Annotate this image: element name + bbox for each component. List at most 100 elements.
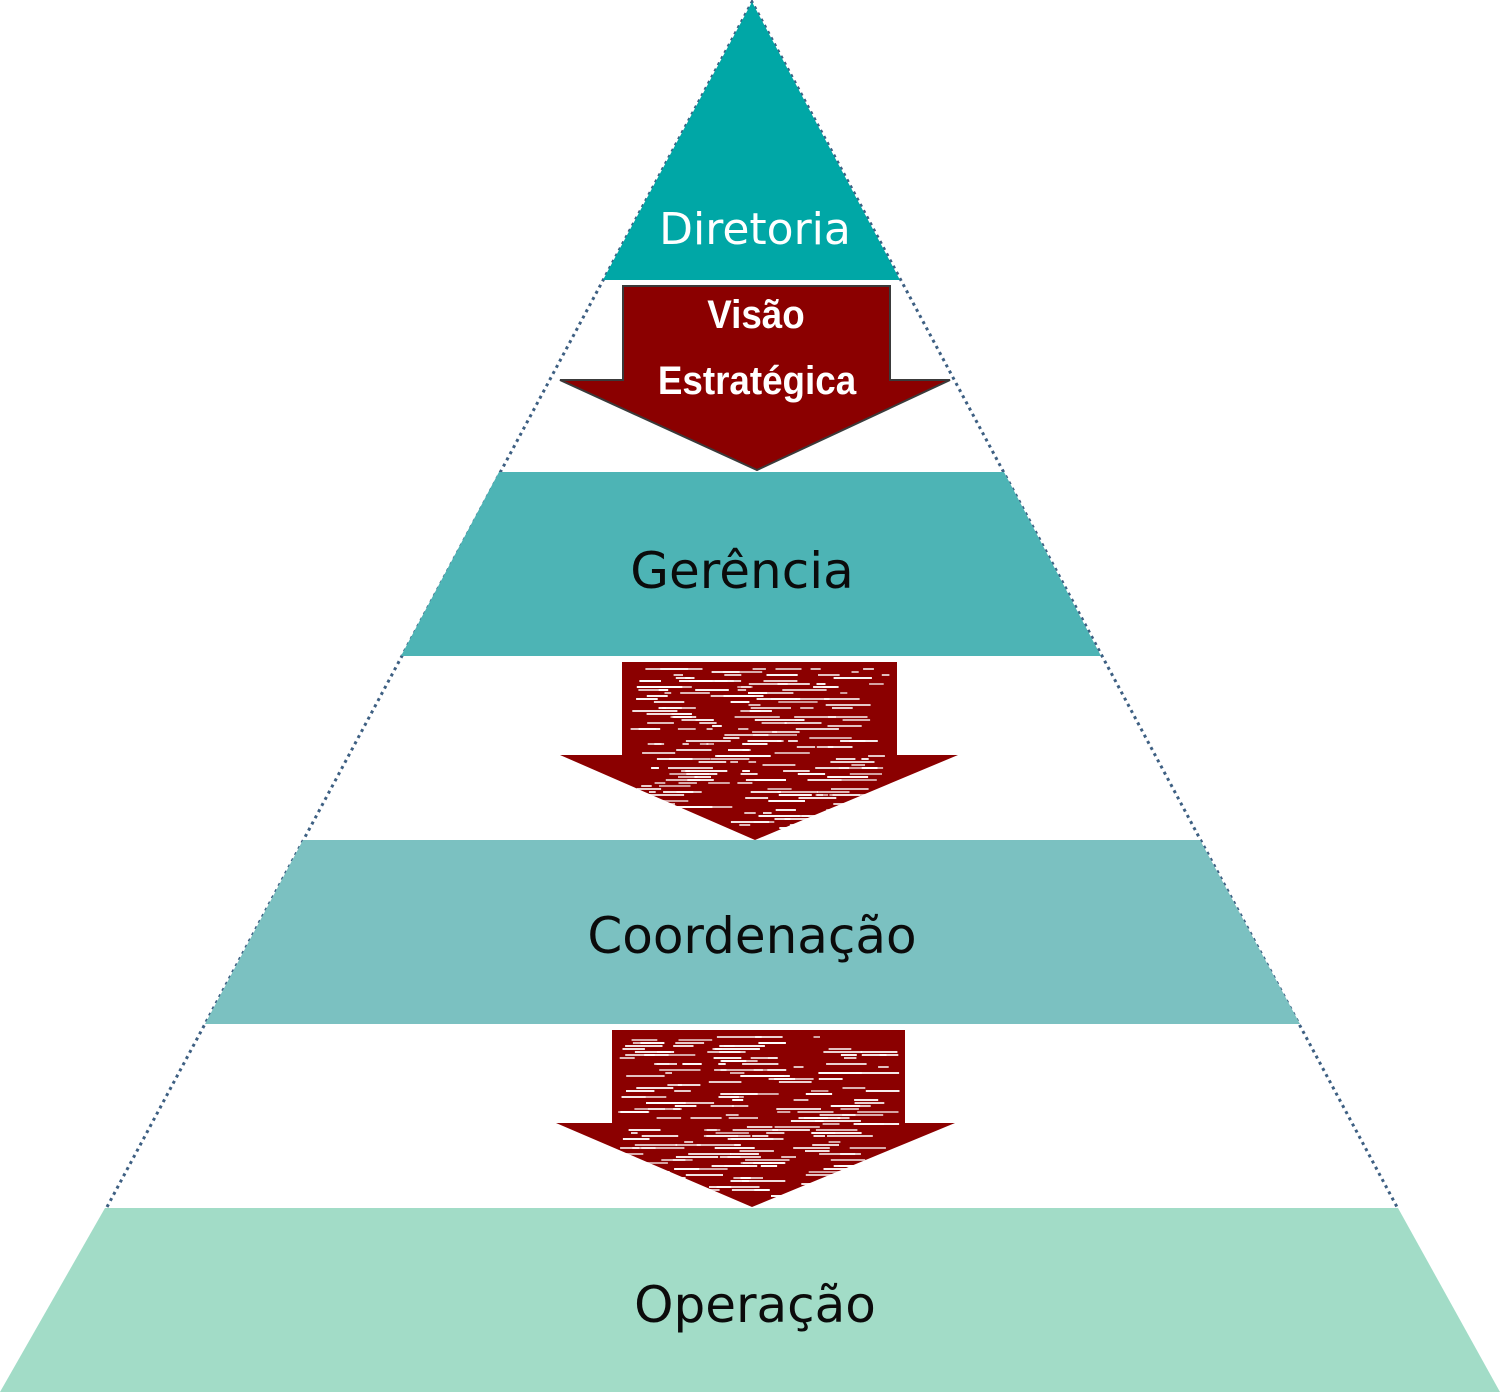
noise-stripe: [694, 776, 711, 778]
noise-stripe: [730, 1153, 759, 1155]
tier-label-diretoria: Diretoria: [659, 204, 851, 255]
noise-stripe: [808, 1171, 842, 1173]
noise-stripe: [649, 791, 656, 793]
noise-stripe: [851, 764, 865, 766]
noise-stripe: [677, 728, 696, 730]
noise-stripe: [708, 1081, 742, 1083]
noise-stripe: [699, 743, 709, 745]
noise-stripe: [854, 1177, 875, 1179]
noise-stripe: [667, 1084, 682, 1086]
noise-stripe: [865, 1090, 900, 1092]
noise-stripe: [732, 1129, 778, 1131]
noise-stripe: [805, 1093, 833, 1095]
noise-stripe: [660, 1102, 677, 1104]
noise-stripe: [798, 797, 837, 799]
noise-stripe: [861, 1054, 887, 1056]
noise-stripe: [646, 713, 692, 715]
noise-stripe: [748, 692, 768, 694]
noise-stripe: [636, 1087, 674, 1089]
noise-stripe: [674, 1168, 700, 1170]
noise-stripe: [675, 677, 691, 679]
noise-stripe: [660, 668, 703, 670]
tier-operacao: [0, 1208, 1500, 1392]
noise-stripe: [727, 1156, 741, 1158]
noise-stripe: [658, 707, 696, 709]
noise-stripe: [640, 1042, 665, 1044]
noise-stripe: [782, 689, 827, 691]
noise-stripe: [752, 668, 766, 670]
noise-stripe: [631, 1132, 638, 1134]
noise-stripe: [714, 1147, 755, 1149]
noise-stripe: [803, 1117, 828, 1119]
noise-stripe: [670, 716, 678, 718]
noise-stripe: [704, 1129, 721, 1131]
noise-stripe: [819, 1132, 862, 1134]
noise-stripe: [737, 689, 747, 691]
noise-stripe: [752, 734, 797, 736]
noise-stripe: [668, 806, 713, 808]
noise-stripe: [796, 746, 816, 748]
noise-stripe: [771, 1195, 788, 1197]
noise-stripe: [673, 674, 683, 676]
noise-stripe: [740, 1075, 785, 1077]
arrow-down-icon-distorted: [560, 662, 958, 840]
noise-stripe: [748, 692, 794, 694]
noise-stripe: [677, 1084, 701, 1086]
noise-stripe: [827, 746, 853, 748]
noise-stripe: [777, 740, 784, 742]
noise-stripe: [730, 1096, 744, 1098]
noise-stripe: [731, 1189, 769, 1191]
arrow-noise-1: [630, 668, 890, 829]
noise-stripe: [676, 749, 712, 751]
noise-stripe: [654, 782, 666, 784]
noise-stripe: [712, 1048, 722, 1050]
noise-stripe: [685, 1174, 723, 1176]
noise-stripe: [878, 1066, 889, 1068]
noise-stripe: [618, 1171, 640, 1173]
noise-stripe: [815, 1120, 861, 1122]
noise-stripe: [826, 1063, 867, 1065]
noise-stripe: [738, 728, 749, 730]
noise-stripe: [646, 803, 675, 805]
noise-stripe: [641, 1135, 679, 1137]
noise-stripe: [750, 1057, 778, 1059]
noise-stripe: [690, 1117, 722, 1119]
noise-stripe: [619, 1057, 635, 1059]
noise-stripe: [829, 1186, 853, 1188]
noise-stripe: [647, 722, 674, 724]
noise-stripe: [663, 791, 694, 793]
noise-stripe: [842, 1087, 866, 1089]
noise-stripe: [714, 1048, 760, 1050]
noise-stripe: [716, 1036, 762, 1038]
noise-stripe: [727, 1138, 760, 1140]
noise-stripe: [801, 815, 810, 817]
noise-stripe: [634, 1144, 678, 1146]
noise-stripe: [797, 1111, 834, 1113]
noise-stripe: [744, 812, 756, 814]
noise-stripe: [813, 1036, 820, 1038]
noise-stripe: [673, 1108, 681, 1110]
noise-stripe: [869, 683, 884, 685]
noise-stripe: [861, 1183, 897, 1185]
noise-stripe: [628, 1162, 668, 1164]
noise-stripe: [840, 1108, 859, 1110]
noise-stripe: [634, 1108, 665, 1110]
noise-stripe: [655, 800, 689, 802]
noise-stripe: [708, 782, 730, 784]
noise-stripe: [823, 1051, 863, 1053]
noise-stripe: [711, 671, 740, 673]
noise-stripe: [728, 749, 750, 751]
noise-stripe: [801, 1183, 845, 1185]
noise-stripe: [688, 1153, 732, 1155]
noise-stripe: [832, 707, 853, 709]
noise-stripe: [797, 773, 826, 775]
noise-stripe: [682, 743, 689, 745]
noise-stripe: [860, 1051, 898, 1053]
noise-stripe: [656, 1117, 682, 1119]
noise-stripe: [723, 1045, 735, 1047]
noise-stripe: [664, 692, 672, 694]
noise-stripe: [868, 755, 885, 757]
noise-stripe: [673, 1045, 694, 1047]
noise-stripe: [737, 782, 753, 784]
noise-stripe: [818, 674, 840, 676]
